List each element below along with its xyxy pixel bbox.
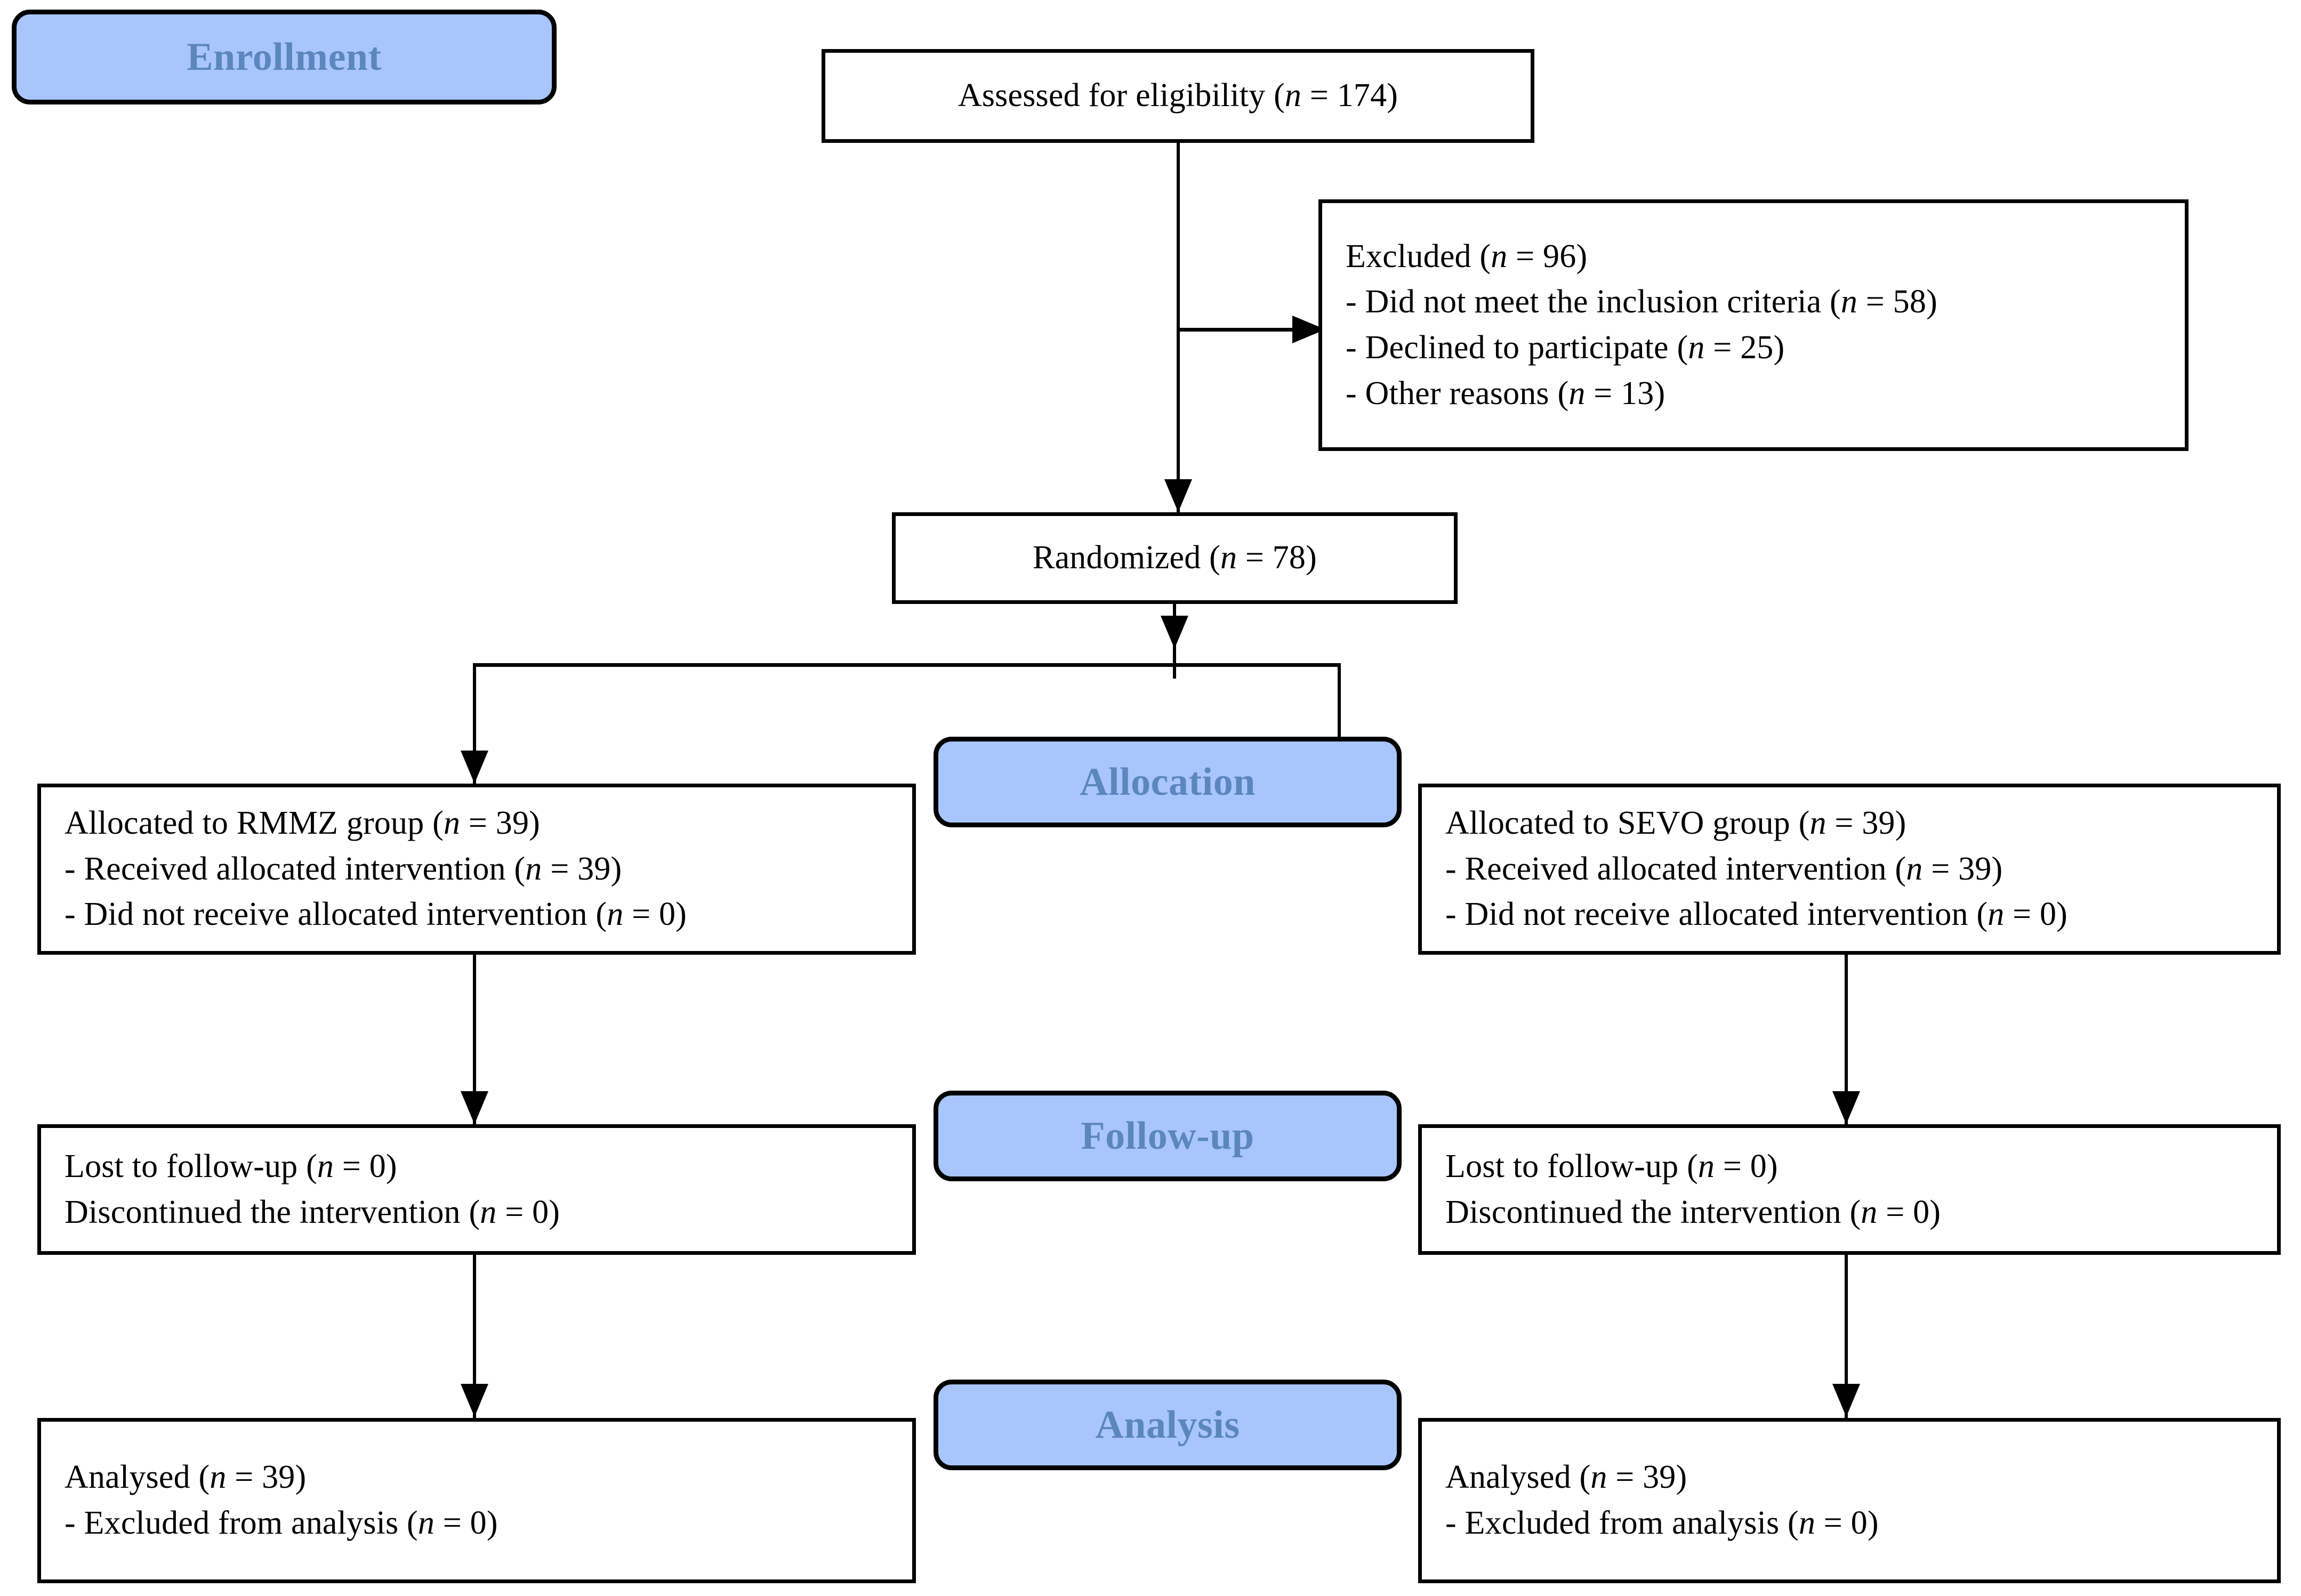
node-followup-rmmz: Lost to follow-up (n = 0) Discontinued t… <box>37 1124 916 1255</box>
arrowhead-assessed-to-randomized <box>1164 479 1192 512</box>
node-excluded-line-3: - Other reasons (n = 13) <box>1346 375 1666 412</box>
node-excluded-line-2: - Declined to participate (n = 25) <box>1346 329 1785 366</box>
node-analysis-sevo: Analysed (n = 39) - Excluded from analys… <box>1418 1418 2281 1583</box>
connector-to-excluded <box>1177 328 1325 332</box>
node-randomized: Randomized (n = 78) <box>892 512 1458 604</box>
node-allocated-rmmz-line-2: - Did not receive allocated intervention… <box>65 896 687 933</box>
connector-split-to-alloc-right <box>1338 663 1341 784</box>
connector-split-to-alloc-left <box>473 663 476 784</box>
arrowhead-split-to-alloc-left <box>461 751 488 784</box>
stage-label-followup-text: Follow-up <box>1081 1114 1254 1158</box>
node-allocated-rmmz-line-0: Allocated to RMMZ group (n = 39) <box>65 805 541 842</box>
node-allocated-sevo-line-0: Allocated to SEVO group (n = 39) <box>1445 805 1906 842</box>
stage-label-enrollment-text: Enrollment <box>187 35 382 79</box>
stage-label-allocation: Allocation <box>934 737 1402 827</box>
node-followup-sevo: Lost to follow-up (n = 0) Discontinued t… <box>1418 1124 2281 1255</box>
node-analysis-rmmz-line-0: Analysed (n = 39) <box>65 1459 307 1496</box>
connector-follow-left-to-analysis-left <box>473 1255 476 1418</box>
node-analysis-rmmz: Analysed (n = 39) - Excluded from analys… <box>37 1418 916 1583</box>
node-allocated-sevo: Allocated to SEVO group (n = 39) - Recei… <box>1418 784 2281 955</box>
connector-alloc-right-to-follow-right <box>1845 955 1848 1124</box>
node-followup-rmmz-line-0: Lost to follow-up (n = 0) <box>65 1148 397 1184</box>
arrowhead-follow-left-to-analysis-left <box>461 1384 488 1417</box>
node-allocated-rmmz-line-1: - Received allocated intervention (n = 3… <box>65 850 622 887</box>
arrowhead-alloc-right-to-follow-right <box>1832 1091 1860 1124</box>
connector-allocation-split-bar <box>473 663 1341 667</box>
node-analysis-sevo-line-0: Analysed (n = 39) <box>1445 1459 1687 1496</box>
node-analysis-rmmz-line-1: - Excluded from analysis (n = 0) <box>65 1505 498 1541</box>
stage-label-analysis-text: Analysis <box>1095 1402 1240 1447</box>
stage-label-allocation-text: Allocation <box>1080 760 1256 804</box>
stage-label-enrollment: Enrollment <box>12 10 557 104</box>
connector-assessed-to-randomized <box>1177 143 1180 512</box>
arrowhead-alloc-left-to-follow-left <box>461 1091 488 1124</box>
node-followup-sevo-line-1: Discontinued the intervention (n = 0) <box>1445 1194 1941 1230</box>
node-excluded-line-0: Excluded (n = 96) <box>1346 238 1588 275</box>
stage-label-followup: Follow-up <box>934 1091 1402 1181</box>
node-followup-rmmz-line-1: Discontinued the intervention (n = 0) <box>65 1194 560 1230</box>
stage-label-analysis: Analysis <box>934 1380 1402 1470</box>
node-randomized-line-0: Randomized (n = 78) <box>1033 539 1317 576</box>
arrowhead-follow-right-to-analysis-right <box>1832 1384 1860 1417</box>
node-assessed-for-eligibility: Assessed for eligibility (n = 174) <box>822 49 1534 143</box>
node-excluded: Excluded (n = 96) - Did not meet the inc… <box>1318 199 2189 451</box>
connector-alloc-left-to-follow-left <box>473 955 476 1124</box>
connector-follow-right-to-analysis-right <box>1845 1255 1848 1418</box>
node-followup-sevo-line-0: Lost to follow-up (n = 0) <box>1445 1148 1778 1184</box>
node-allocated-sevo-line-1: - Received allocated intervention (n = 3… <box>1445 850 2003 887</box>
node-allocated-sevo-line-2: - Did not receive allocated intervention… <box>1445 896 2068 933</box>
node-assessed-line-0: Assessed for eligibility (n = 174) <box>958 77 1398 114</box>
arrowhead-randomized-to-split <box>1161 616 1188 649</box>
node-excluded-line-1: - Did not meet the inclusion criteria (n… <box>1346 284 1937 320</box>
node-allocated-rmmz: Allocated to RMMZ group (n = 39) - Recei… <box>37 784 916 955</box>
node-analysis-sevo-line-1: - Excluded from analysis (n = 0) <box>1445 1505 1879 1541</box>
